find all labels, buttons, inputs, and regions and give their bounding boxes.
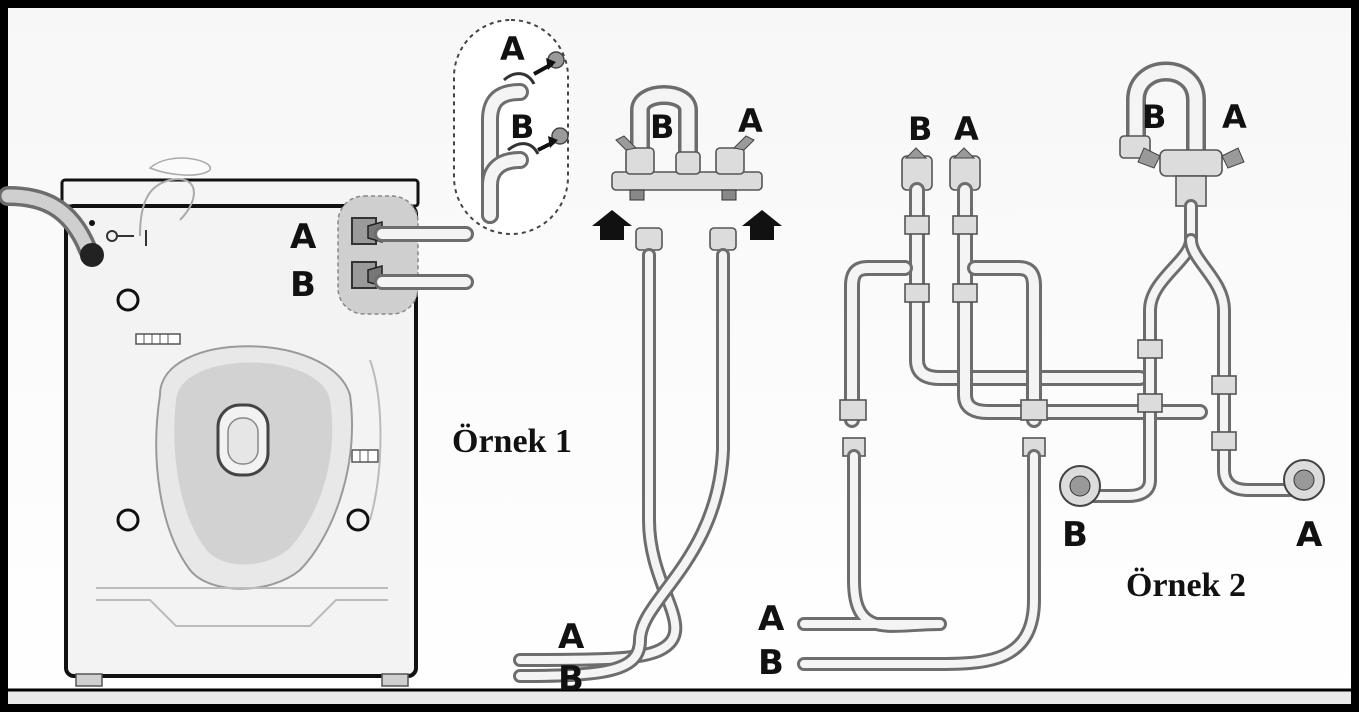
ex2-hose-a-label: A [758,599,785,639]
power-plug [148,157,211,176]
ex2-split-b-label: B [1142,98,1166,136]
inlet-highlight [337,195,419,315]
machine-inlet-b-label: B [290,265,316,305]
ex2-wall-b-label: B [1062,515,1088,555]
screw-bottom-right [346,508,370,532]
ex1-hose-a-label: A [558,617,585,657]
drain-hose-outlet [80,243,104,267]
ex1-arrow-left [592,210,632,240]
ex1-hose-b-label: B [558,659,584,699]
ex2-hose-b-label: B [758,643,784,683]
vent-side [351,449,379,463]
example-2: B A A B [758,61,1325,683]
inset-label-b: B [510,108,534,146]
ex2-wall-a-label: A [1296,515,1323,555]
ex2-y-splitter [1059,61,1325,507]
screw-top-left [116,288,140,312]
machine-foot-right [381,673,409,687]
detail-inset: A B [453,19,569,235]
inset-label-a: A [500,30,525,68]
machine-foot-left [75,673,103,687]
ex1-hose-end-right [709,227,737,251]
ex1-tap-a-label: A [738,102,763,140]
screw-bottom-left [116,508,140,532]
ex1-arrow-right [742,210,782,240]
ex1-tap-b-label: B [650,108,674,146]
ex2-caption: Örnek 2 [1126,567,1246,604]
ex2-tap-a-label: A [954,110,979,148]
ex2-split-a-label: A [1222,98,1247,136]
vent-top [135,333,181,345]
power-cord [139,178,195,237]
bottom-ribs [96,587,388,627]
washing-machine: A B [0,157,474,687]
ex1-hose-end-left [635,227,663,251]
ex2-pipe-network-left [839,182,1208,457]
ex2-tap-b-label: B [908,110,932,148]
machine-inlet-a-label: A [290,217,317,257]
ex1-caption: Örnek 1 [452,423,572,460]
example-1: B A A B Örnek 1 [452,85,782,699]
